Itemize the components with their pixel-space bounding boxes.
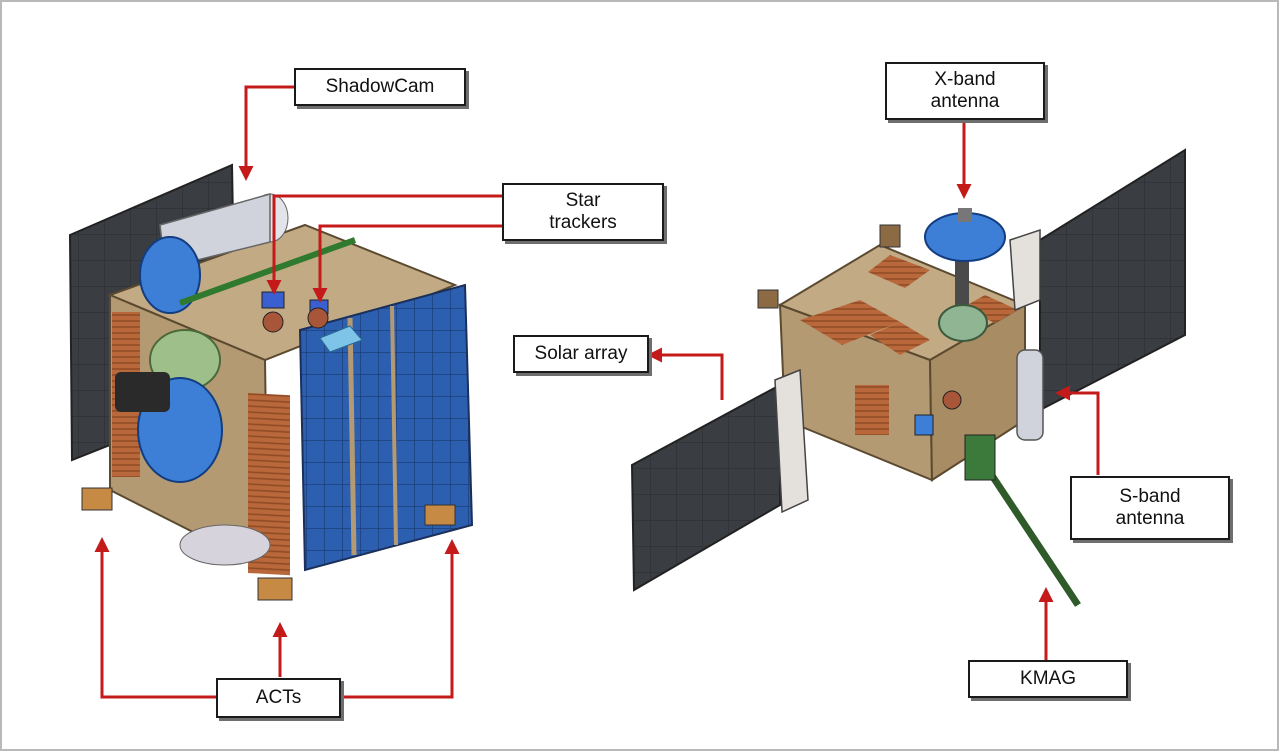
acts-label: ACTs	[216, 678, 341, 718]
left-spacecraft	[68, 163, 474, 601]
front-radiator-panel	[248, 392, 290, 576]
star-trackers-label: Star trackers	[502, 183, 664, 241]
left-solar-panel	[630, 383, 781, 592]
acts-leader-right	[342, 539, 460, 699]
kmag-label: KMAG	[968, 660, 1128, 698]
s-band-leader	[1055, 385, 1100, 475]
x-band-antenna-label: X-band antenna	[885, 62, 1045, 120]
solar-array-leader	[647, 347, 724, 400]
acts-leader-left	[94, 537, 217, 699]
shadowcam-leader	[238, 85, 295, 181]
leader-lines	[94, 85, 1100, 699]
solar-array-label: Solar array	[513, 335, 649, 373]
star-tracker-leader-2	[312, 224, 502, 303]
s-band-antenna	[1016, 349, 1044, 441]
right-spacecraft	[630, 148, 1186, 607]
kmag-boom	[982, 463, 1081, 607]
left-dish-antenna	[139, 236, 201, 314]
front-solar-array	[298, 283, 474, 572]
s-band-antenna-label: S-band antenna	[1070, 476, 1230, 540]
star-tracker-leader-1	[266, 194, 502, 295]
shadowcam-label: ShadowCam	[294, 68, 466, 106]
